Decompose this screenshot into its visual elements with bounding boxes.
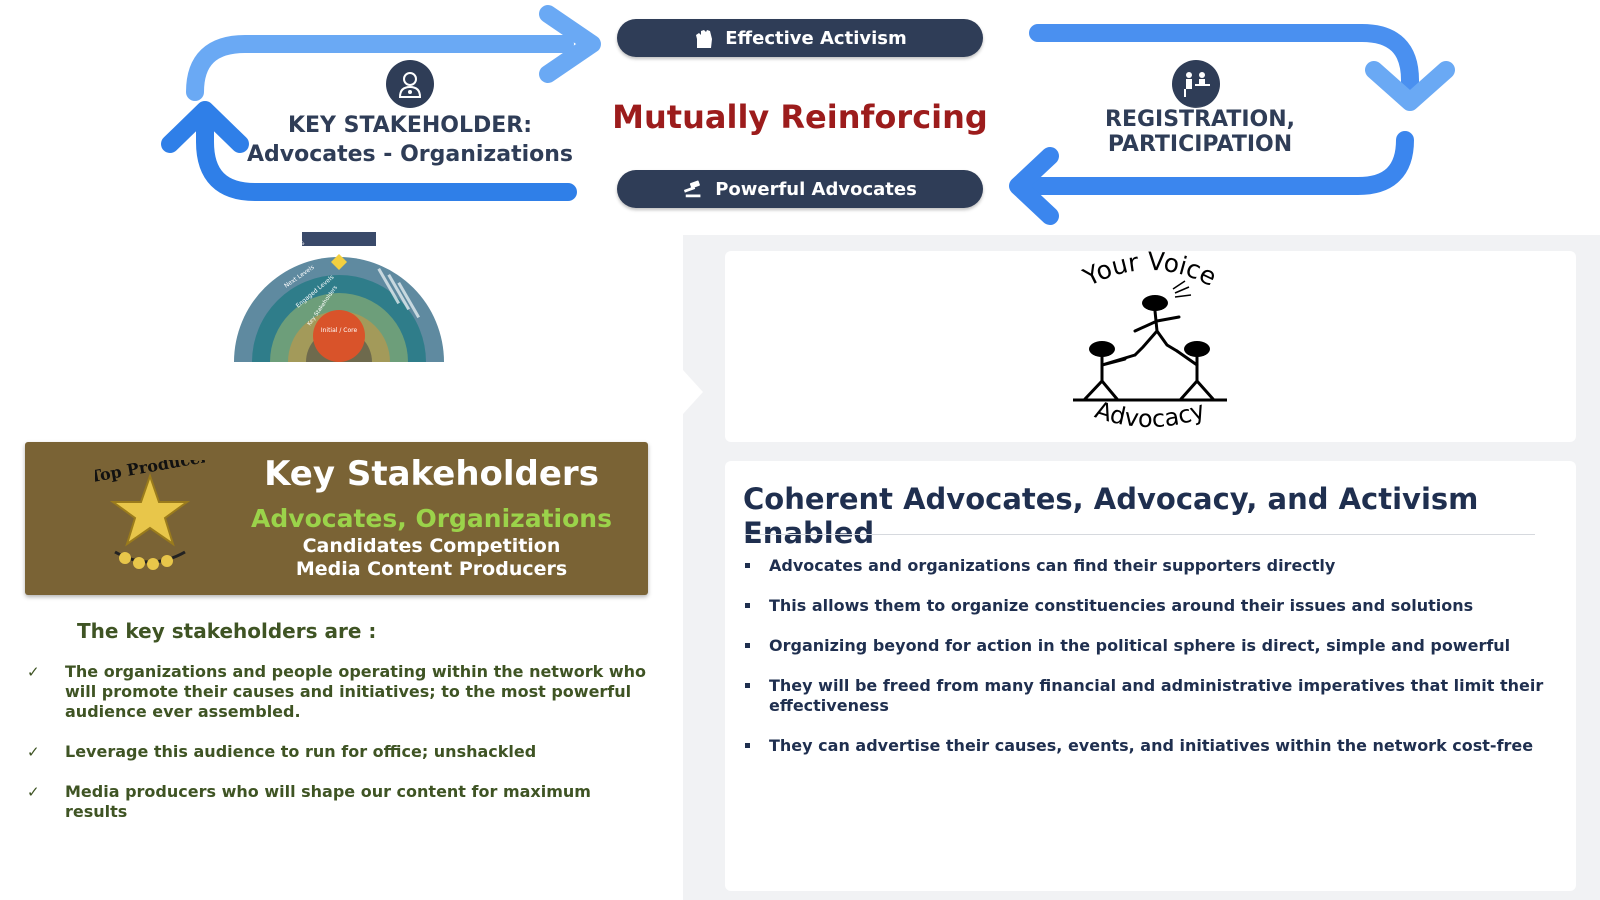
effective-activism-pill: Effective Activism [617,19,983,57]
powerful-advocates-pill: Powerful Advocates [617,170,983,208]
person-badge-icon [386,60,434,108]
top-producer-badge: Top Producer [95,460,205,570]
mutually-reinforcing-label: Mutually Reinforcing [612,98,988,136]
effective-activism-label: Effective Activism [725,27,907,49]
checkmark-icon: ✓ [27,783,40,801]
bullet-item: Advocates and organizations can find the… [745,556,1545,576]
coherent-divider [745,534,1535,535]
stakeholder-rings-diagram: Initial / Core Distant Levels Next Level… [234,232,444,362]
gavel-icon [683,178,705,200]
banner-line-media: Media Content Producers [295,558,568,580]
key-stakeholder-label: KEY STAKEHOLDER: Advocates - Organizatio… [240,111,580,169]
banner-subtitle: Advocates, Organizations [251,504,612,533]
your-voice-text: Your Voice [1078,251,1221,292]
your-voice-advocacy-logo: Your Voice Advocacy [1073,251,1227,433]
checkmark-icon: ✓ [27,663,40,681]
check-item: ✓Leverage this audience to run for offic… [27,742,537,761]
cycle-arrows [161,5,1455,225]
powerful-advocates-label: Powerful Advocates [715,178,917,200]
arrow-lower-left [161,101,577,201]
coherent-advocates-card [725,461,1576,891]
core-group-label: Initial / Core [321,327,358,334]
checkmark-icon: ✓ [27,743,40,761]
key-stakeholders-banner: Top Producer Key Stakeholders Advocates,… [25,442,648,595]
bullet-item: Organizing beyond for action in the poli… [745,636,1545,656]
key-stakeholder-line2: Advocates - Organizations [246,142,574,167]
check-item: ✓Media producers who will shape our cont… [27,782,591,821]
bullet-item: This allows them to organize constituenc… [745,596,1545,616]
banner-line-candidates: Candidates Competition [302,535,561,557]
stakeholders-intro: The key stakeholders are : [77,619,377,643]
panel-notch [683,370,703,414]
stakeholders-check-list: ✓The organizations and people operating … [27,662,647,842]
key-stakeholder-line1: KEY STAKEHOLDER: [287,113,533,138]
coherent-bullet-list: Advocates and organizations can find the… [745,556,1545,776]
registration-participation-label: REGISTRATION, PARTICIPATION [1105,107,1295,157]
check-item: ✓The organizations and people operating … [27,662,646,721]
arrow-lower-right [1009,131,1414,225]
advocacy-logo-card: Your Voice Advocacy [725,251,1576,442]
registration-desk-icon [1172,60,1220,108]
bullet-item: They will be freed from many financial a… [745,676,1545,716]
banner-title: Key Stakeholders [264,454,599,494]
coherent-title: Coherent Advocates, Advocacy, and Activi… [743,482,1479,550]
bullet-item: They can advertise their causes, events,… [745,736,1545,756]
arrow-upper-left [186,5,601,101]
raised-fists-icon [693,27,715,49]
arrow-upper-right [1029,24,1455,111]
